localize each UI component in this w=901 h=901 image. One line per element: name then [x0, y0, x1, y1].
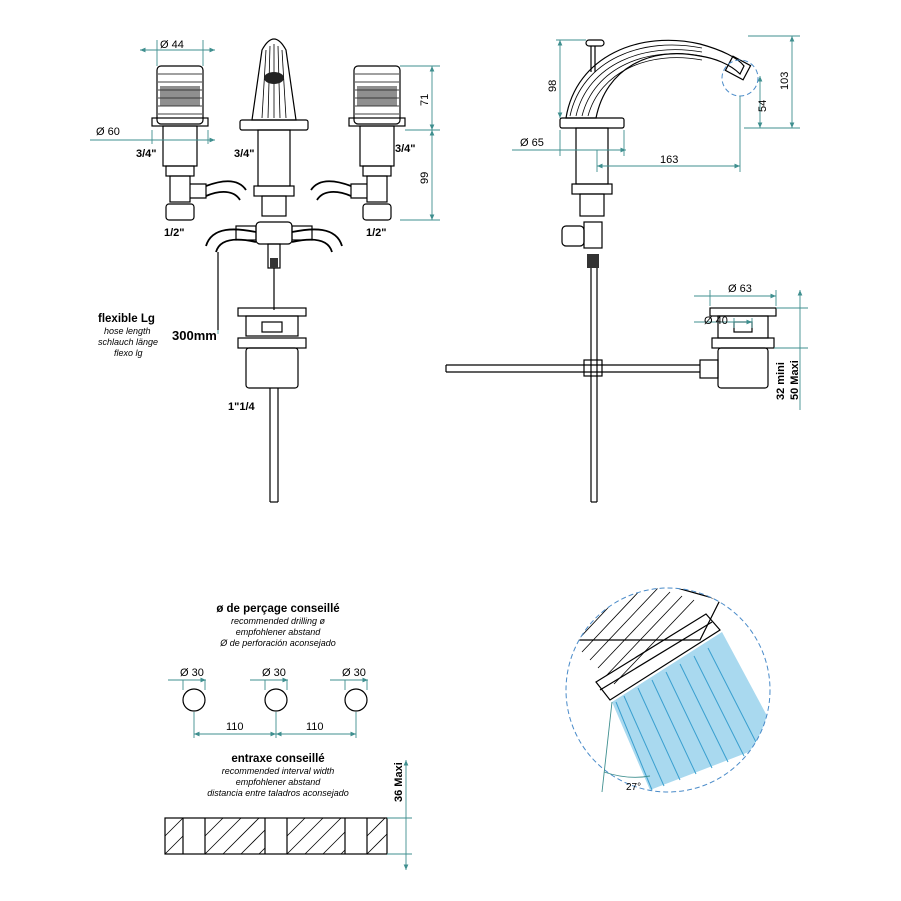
countertop-section	[164, 760, 412, 870]
interval-line-3: distancia entre taladros aconsejado	[207, 788, 349, 798]
outlet-height-label: 54	[757, 100, 769, 112]
front-view	[90, 38, 440, 503]
spout-height-label: 98	[547, 80, 559, 92]
hole-dia-2: Ø 30	[262, 667, 286, 679]
total-height-label: 103	[779, 72, 791, 90]
height-upper-label: 71	[419, 94, 431, 106]
center-spout	[205, 38, 343, 269]
thread-center-label: 3/4"	[234, 148, 255, 160]
side-dia-base: Ø 65	[520, 137, 544, 149]
hose-line-2: schlauch länge	[98, 337, 158, 347]
interval-line-1: recommended interval width	[222, 766, 335, 776]
hose-title: flexible Lg	[98, 313, 155, 325]
drain-dia-inner: Ø 40	[704, 315, 728, 327]
interval-line-2: empfohlener abstand	[236, 777, 322, 787]
drain-min-label: 32 mini	[775, 362, 787, 400]
spacing-right-label: 110	[306, 721, 324, 733]
inlet-right-label: 1/2"	[366, 227, 387, 239]
thread-right-label: 3/4"	[395, 143, 416, 155]
hole-dia-3: Ø 30	[342, 667, 366, 679]
thread-left-label: 3/4"	[136, 148, 157, 160]
spray-angle-label: 27°	[626, 782, 641, 793]
front-dia-handle: Ø 44	[160, 39, 184, 51]
right-handle	[310, 65, 406, 221]
inlet-left-label: 1/2"	[164, 227, 185, 239]
reach-label: 163	[660, 154, 678, 166]
drilling-title: ø de perçage conseillé	[216, 603, 339, 615]
drain-dia-outer: Ø 63	[728, 283, 752, 295]
drill-holes	[168, 677, 368, 738]
drilling-line-1: recommended drilling ø	[231, 616, 326, 626]
front-dimensions	[90, 40, 440, 334]
hole-dia-1: Ø 30	[180, 667, 204, 679]
drain-max-label: 50 Maxi	[789, 360, 801, 400]
thickness-max-label: 36 Maxi	[393, 762, 405, 802]
drilling-line-2: empfohlener abstand	[236, 627, 322, 637]
aerator-detail	[565, 587, 771, 793]
left-handle	[151, 65, 247, 221]
height-lower-label: 99	[419, 172, 431, 184]
hose-line-3: flexo lg	[114, 348, 143, 358]
drilling-line-3: Ø de perforación aconsejado	[219, 638, 336, 648]
interval-title: entraxe conseillé	[231, 753, 324, 765]
front-dia-base: Ø 60	[96, 126, 120, 138]
hose-length-value: 300mm	[172, 328, 217, 343]
spacing-left-label: 110	[226, 721, 244, 733]
drain-thread-label: 1"1/4	[228, 401, 256, 413]
front-drain	[237, 307, 307, 503]
hose-line-1: hose length	[104, 326, 151, 336]
side-view	[445, 35, 808, 503]
